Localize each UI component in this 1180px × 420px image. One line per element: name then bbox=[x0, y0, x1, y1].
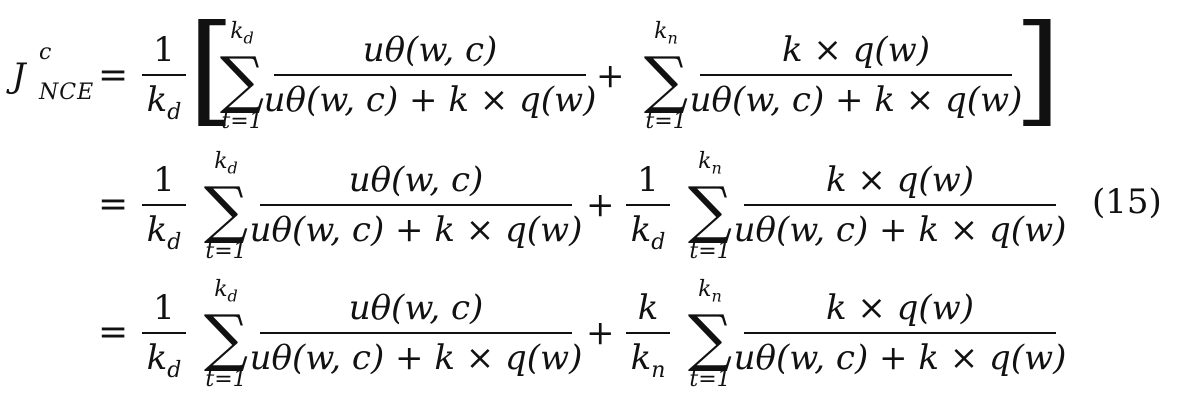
sum-symbol: ∑ bbox=[219, 43, 265, 117]
sum-lower: t=1 bbox=[205, 367, 247, 393]
frac-den: kd bbox=[146, 210, 182, 255]
frac-bar bbox=[626, 204, 670, 206]
frac-term1: uθ(w, c) uθ(w, c) + k × q(w) bbox=[264, 30, 597, 120]
sum-lower: t=1 bbox=[689, 239, 731, 265]
frac-term1: uθ(w, c) uθ(w, c) + k × q(w) bbox=[250, 288, 583, 378]
frac-k-over-kn: k kn bbox=[626, 288, 670, 391]
frac-bar bbox=[274, 74, 586, 76]
sum-upper: kd bbox=[214, 277, 238, 306]
sum-lower: t=1 bbox=[221, 109, 263, 135]
lhs-j-nce: J c NCE bbox=[12, 40, 93, 105]
frac-1-over-kd: 1 kd bbox=[142, 288, 186, 391]
frac-num: k × q(w) bbox=[781, 30, 931, 70]
sum-symbol: ∑ bbox=[687, 173, 733, 247]
frac-den: uθ(w, c) + k × q(w) bbox=[733, 338, 1067, 378]
frac-den: uθ(w, c) + k × q(w) bbox=[689, 80, 1023, 120]
eq-sign-2: = bbox=[98, 184, 129, 225]
equation-number: (15) bbox=[1092, 182, 1162, 222]
sum-upper: kd bbox=[230, 19, 254, 48]
frac-den: kd bbox=[630, 210, 666, 255]
sum-symbol: ∑ bbox=[203, 173, 249, 247]
frac-1-over-kd: 1 kd bbox=[142, 160, 186, 263]
frac-num: uθ(w, c) bbox=[348, 160, 484, 200]
frac-num: 1 bbox=[637, 160, 659, 200]
frac-bar bbox=[744, 332, 1056, 334]
eq-sign-3: = bbox=[98, 312, 129, 353]
frac-num: 1 bbox=[153, 288, 175, 328]
lhs-sub: NCE bbox=[39, 80, 95, 105]
sum-symbol: ∑ bbox=[687, 301, 733, 375]
frac-bar bbox=[700, 74, 1012, 76]
frac-num: k × q(w) bbox=[825, 288, 975, 328]
sum-lower: t=1 bbox=[645, 109, 687, 135]
sum-upper: kn bbox=[654, 19, 678, 48]
frac-num: uθ(w, c) bbox=[362, 30, 498, 70]
sum-2: kn ∑ t=1 bbox=[636, 19, 696, 135]
sum-5: kd ∑ t=1 bbox=[196, 277, 256, 393]
frac-num: k × q(w) bbox=[825, 160, 975, 200]
frac-bar bbox=[142, 332, 186, 334]
frac-den: kn bbox=[630, 338, 666, 383]
frac-term2: k × q(w) uθ(w, c) + k × q(w) bbox=[734, 288, 1067, 378]
frac-bar bbox=[260, 332, 572, 334]
sum-upper: kn bbox=[698, 149, 722, 178]
plus-2: + bbox=[586, 185, 615, 225]
frac-num: uθ(w, c) bbox=[348, 288, 484, 328]
sum-upper: kn bbox=[698, 277, 722, 306]
plus-3: + bbox=[586, 313, 615, 353]
plus-1: + bbox=[596, 56, 625, 96]
frac-bar bbox=[142, 204, 186, 206]
frac-den: uθ(w, c) + k × q(w) bbox=[249, 338, 583, 378]
frac-num: 1 bbox=[153, 160, 175, 200]
left-bracket: [ bbox=[188, 0, 235, 139]
frac-bar bbox=[744, 204, 1056, 206]
frac-den: uθ(w, c) + k × q(w) bbox=[733, 210, 1067, 250]
sum-1: kd ∑ t=1 bbox=[212, 19, 272, 135]
sum-upper: kd bbox=[214, 149, 238, 178]
frac-num: k bbox=[637, 288, 659, 328]
sum-3: kd ∑ t=1 bbox=[196, 149, 256, 265]
right-bracket: ] bbox=[1014, 0, 1061, 139]
sum-lower: t=1 bbox=[205, 239, 247, 265]
frac-1-over-kd: 1 kd bbox=[142, 30, 186, 133]
lhs-base: J bbox=[12, 56, 26, 96]
eq-sign-1: = bbox=[98, 55, 129, 96]
lhs-sup: c bbox=[39, 40, 52, 65]
sum-4: kn ∑ t=1 bbox=[680, 149, 740, 265]
frac-den: kd bbox=[146, 338, 182, 383]
frac-bar bbox=[260, 204, 572, 206]
frac-term1: uθ(w, c) uθ(w, c) + k × q(w) bbox=[250, 160, 583, 250]
sum-symbol: ∑ bbox=[643, 43, 689, 117]
frac-term2: k × q(w) uθ(w, c) + k × q(w) bbox=[734, 160, 1067, 250]
frac-den: kd bbox=[146, 80, 182, 125]
frac-num: 1 bbox=[153, 30, 175, 70]
sum-lower: t=1 bbox=[689, 367, 731, 393]
frac-bar bbox=[626, 332, 670, 334]
frac-den: uθ(w, c) + k × q(w) bbox=[263, 80, 597, 120]
sum-symbol: ∑ bbox=[203, 301, 249, 375]
frac-term2: k × q(w) uθ(w, c) + k × q(w) bbox=[690, 30, 1023, 120]
frac-den: uθ(w, c) + k × q(w) bbox=[249, 210, 583, 250]
frac-bar bbox=[142, 74, 186, 76]
sum-6: kn ∑ t=1 bbox=[680, 277, 740, 393]
frac-1-over-kd: 1 kd bbox=[626, 160, 670, 263]
